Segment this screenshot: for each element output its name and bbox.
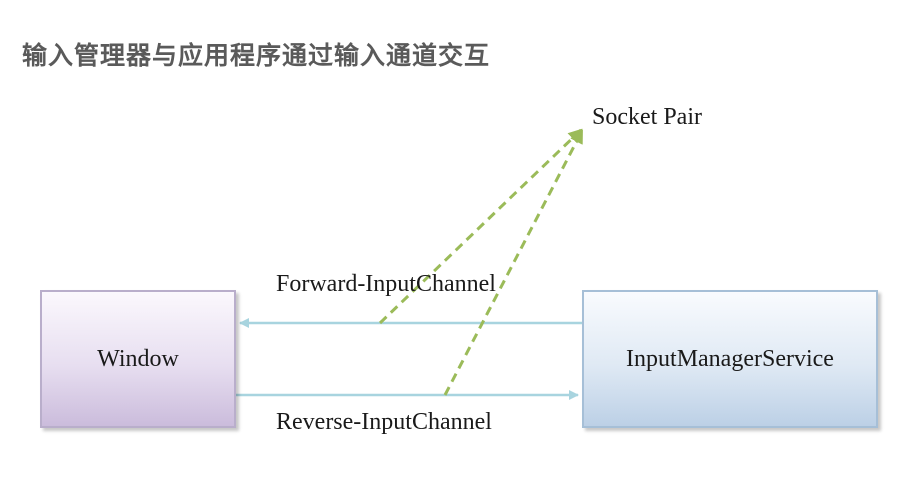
forward-channel-label: Forward-InputChannel xyxy=(276,271,496,297)
socket-pair-label: Socket Pair xyxy=(592,104,702,130)
window-node-label: Window xyxy=(97,345,179,372)
input-manager-service-node: InputManagerService xyxy=(582,290,878,428)
reverse-channel-label: Reverse-InputChannel xyxy=(276,409,492,435)
socket-pair-arrow-reverse xyxy=(443,129,584,396)
diagram-title: 输入管理器与应用程序通过输入通道交互 xyxy=(22,41,491,70)
socket-pair-arrow-forward xyxy=(378,128,583,325)
window-node: Window xyxy=(40,290,236,428)
input-manager-service-label: InputManagerService xyxy=(626,345,834,372)
